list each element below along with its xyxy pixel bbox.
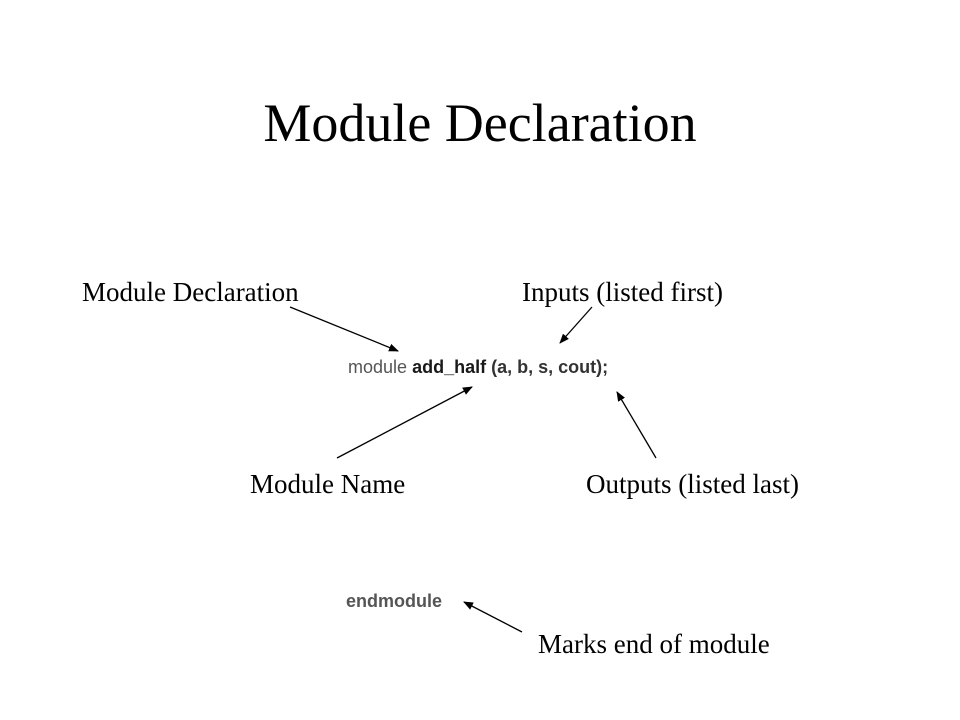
arrow-inputs: [559, 306, 593, 344]
end-marker-label: Marks end of module: [538, 629, 770, 659]
inputs-label: Inputs (listed first): [522, 277, 723, 307]
arrow-module-declaration: [289, 306, 399, 352]
module-declaration-label: Module Declaration: [82, 277, 299, 307]
arrow-outputs: [616, 391, 657, 459]
slide-title: Module Declaration: [263, 93, 697, 153]
arrow-end-marker: [463, 601, 523, 633]
module-keyword: module: [348, 357, 408, 377]
endmodule-code: endmodule: [346, 591, 443, 611]
arrow-module-name: [336, 386, 473, 459]
outputs-label: Outputs (listed last): [586, 469, 799, 499]
module-name-text: add_half: [412, 357, 487, 377]
port-list-text: (a, b, s, cout);: [491, 357, 609, 377]
module-declaration-code: module add_half (a, b, s, cout);: [348, 355, 608, 379]
module-name-label: Module Name: [250, 469, 406, 499]
